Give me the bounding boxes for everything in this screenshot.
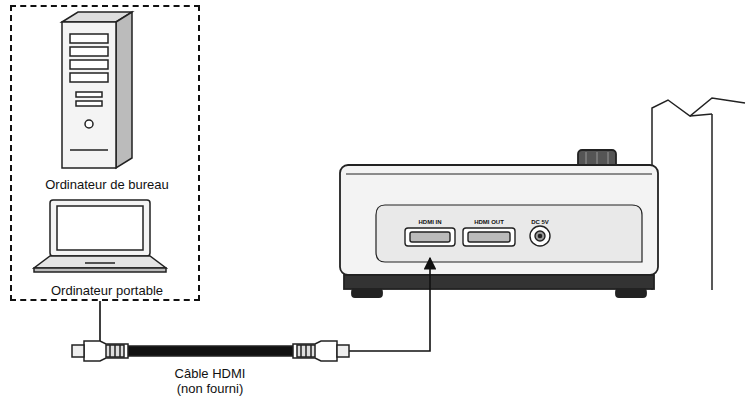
stand-arm — [652, 98, 745, 290]
device-label: Ordinateur de bureau — [45, 177, 169, 192]
port-label: DC 5V — [531, 218, 549, 226]
connector — [100, 258, 430, 351]
device-label: Ordinateur portable — [51, 283, 163, 298]
device-box: HDMI IN HDMI OUT DC 5V — [340, 165, 658, 257]
cable-label: Câble HDMI (non fourni) — [162, 366, 258, 396]
port-label: HDMI IN — [419, 218, 442, 226]
port-label: HDMI OUT — [474, 218, 504, 226]
laptop-icon — [34, 200, 166, 272]
document-camera-body — [340, 150, 658, 297]
desktop-icon — [62, 12, 132, 168]
port — [405, 226, 550, 246]
computer-group-box: Ordinateur de bureauOrdinateur portable — [10, 5, 200, 301]
